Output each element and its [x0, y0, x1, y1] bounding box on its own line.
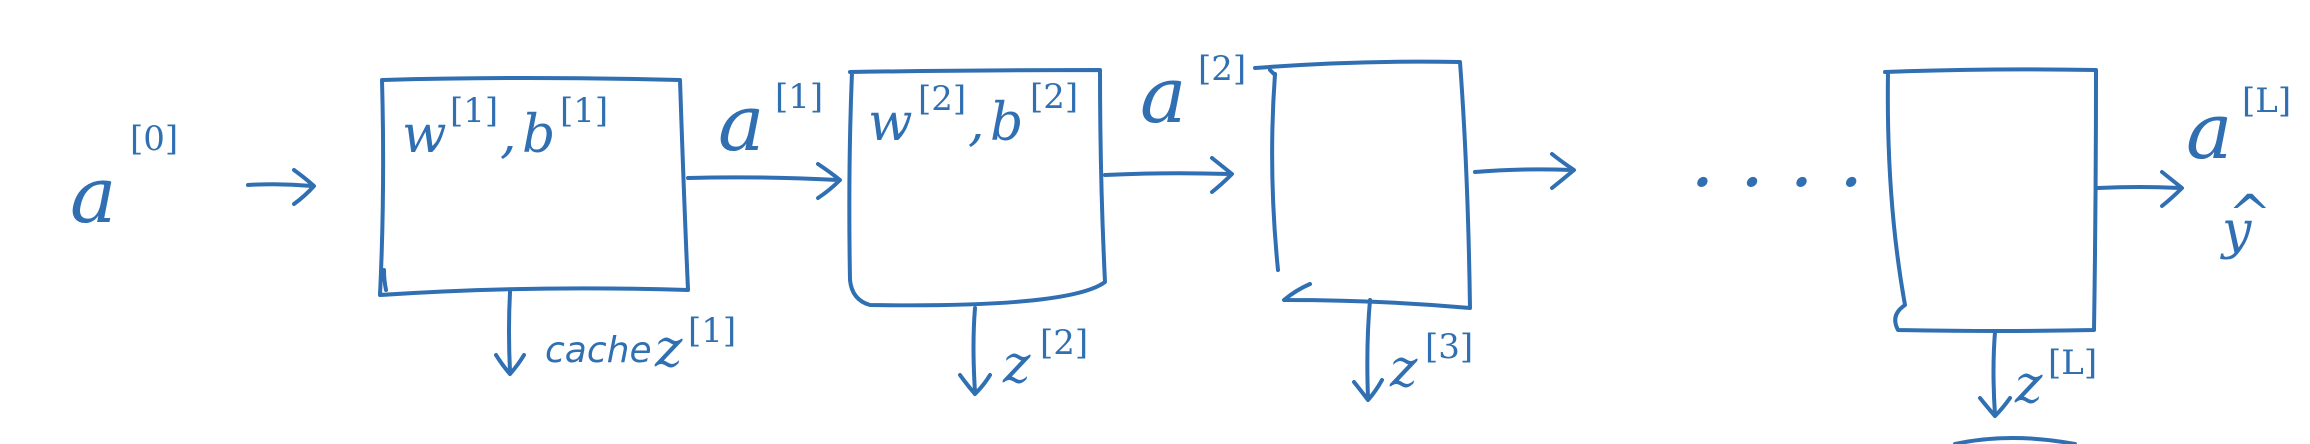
- activation-1-arrow: [686, 162, 842, 200]
- layer-2-w: w: [868, 93, 913, 153]
- layer-L-cache-arrow: [1978, 330, 2012, 418]
- output-yhat-mark: ^: [2228, 185, 2272, 245]
- layer-2-params-label: w [2] , b [2]: [868, 77, 1078, 153]
- output-arrow: [2096, 170, 2184, 208]
- layer-1-block: [378, 76, 690, 297]
- layer-2-cache-z: z: [1002, 335, 1031, 395]
- output-activation-base: a: [2186, 87, 2233, 177]
- layer-2-w-sup: [2]: [918, 79, 966, 119]
- layer-1-cache-arrow: [494, 290, 526, 376]
- layer-1-w: w: [402, 105, 447, 165]
- activation-1-sup: [1]: [775, 77, 823, 117]
- layer-1-b-sup: [1]: [560, 91, 608, 131]
- activation-1-base: a: [718, 79, 765, 169]
- layer-1-cache-label: cache z [1]: [545, 311, 736, 379]
- bottom-edge-stroke: [1953, 436, 2077, 444]
- layer-2-cache-label: z [2]: [1002, 323, 1088, 395]
- layer-L-cache-z: z: [2014, 355, 2043, 415]
- layer-1-comma: ,: [500, 105, 517, 165]
- layer-2-cache-arrow: [958, 306, 992, 396]
- input-arrow: [246, 168, 316, 206]
- layer-L-block: [1883, 67, 2098, 333]
- layer-3-cache-arrow: [1352, 298, 1384, 402]
- output-activation-label: a [L]: [2186, 81, 2291, 177]
- activation-2-base: a: [1140, 51, 1187, 141]
- layer-1-w-sup: [1]: [450, 91, 498, 131]
- input-activation-base: a: [70, 151, 117, 241]
- layer-3-cache-z: z: [1389, 339, 1418, 399]
- layer-1-cache-word: cache: [545, 330, 652, 371]
- output-yhat-label: ^ y: [2220, 185, 2272, 261]
- layer-2-b: b: [990, 93, 1023, 153]
- activation-1-label: a [1]: [718, 77, 823, 169]
- layer-2-b-sup: [2]: [1030, 77, 1078, 117]
- ellipsis: . . . .: [1690, 115, 1864, 205]
- layer-2-cache-sup: [2]: [1040, 323, 1088, 363]
- layer-3-cache-sup: [3]: [1425, 327, 1473, 367]
- activation-2-sup: [2]: [1198, 49, 1246, 89]
- layer-2-comma: ,: [968, 93, 985, 153]
- layer-3-cache-label: z [3]: [1389, 327, 1473, 399]
- output-yhat-base: y: [2220, 201, 2252, 261]
- activation-2-arrow: [1103, 156, 1234, 194]
- layer-L-cache-sup: [L]: [2048, 343, 2097, 383]
- activation-2-label: a [2]: [1140, 49, 1246, 141]
- output-activation-sup: [L]: [2242, 81, 2291, 121]
- input-activation-label: a [0]: [70, 119, 178, 241]
- layer-3-output-arrow: [1473, 152, 1576, 190]
- layer-1-b: b: [522, 105, 555, 165]
- layer-1-cache-z: z: [654, 319, 683, 379]
- layer-1-params-label: w [1] , b [1]: [402, 91, 608, 165]
- layer-2-block: [847, 68, 1107, 308]
- layer-1-cache-sup: [1]: [688, 311, 736, 351]
- layer-L-cache-label: z [L]: [2014, 343, 2097, 415]
- input-activation-sup: [0]: [130, 119, 178, 159]
- layer-3-block: [1253, 59, 1472, 310]
